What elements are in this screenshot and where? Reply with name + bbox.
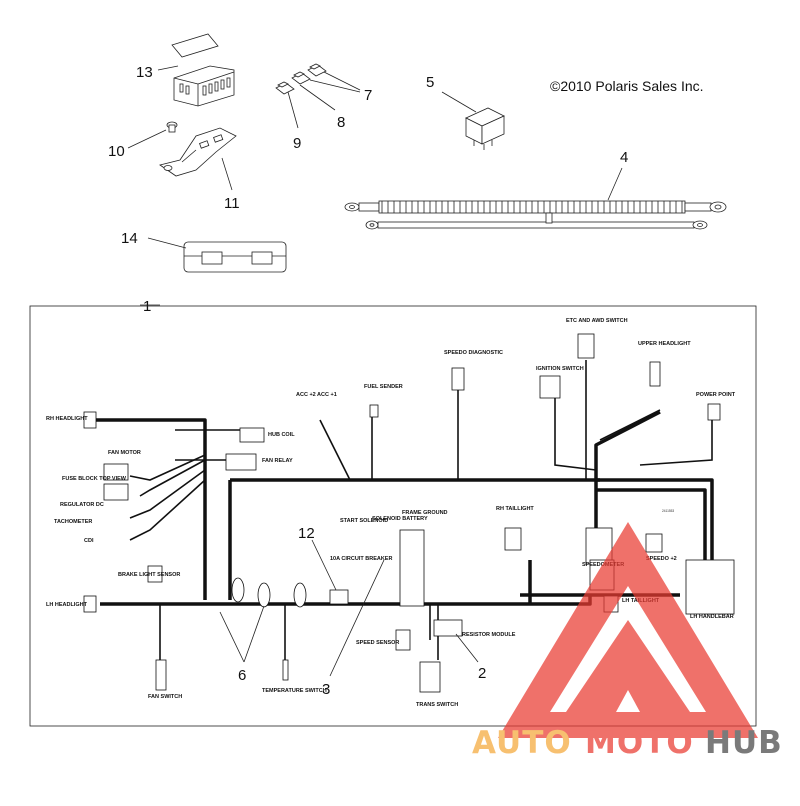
label-lh-headlight: LH HEADLIGHT	[46, 602, 88, 608]
part-13-fuse-block	[171, 33, 235, 107]
label-etc-awd-switch: ETC AND AWD SWITCH	[566, 318, 628, 324]
watermark-auto: AUTO	[472, 725, 572, 761]
label-cdi: CDI	[84, 538, 94, 544]
harness-connectors	[83, 333, 735, 693]
harness-trunk	[96, 410, 714, 606]
label-start-solenoid: START SOLENOID	[340, 518, 388, 524]
label-rh-taillight: RH TAILLIGHT	[496, 506, 534, 512]
label-fan-motor: FAN MOTOR	[108, 450, 141, 456]
label-fuel-sender: FUEL SENDER	[364, 384, 403, 390]
part-10-bolt	[166, 121, 178, 133]
callout-5: 5	[426, 74, 434, 91]
callout-4: 4	[620, 149, 628, 166]
label-ignition-switch: IGNITION SWITCH	[536, 366, 584, 372]
parts-7-8-9-fuses	[275, 63, 327, 95]
label-circuit-breaker: 10A CIRCUIT BREAKER	[330, 556, 392, 562]
label-acc: ACC +2 ACC +1	[296, 392, 337, 398]
label-brake-light-sensor: BRAKE LIGHT SENSOR	[118, 572, 180, 578]
callout-1: 1	[143, 298, 151, 315]
label-lh-handlebar: LH HANDLEBAR	[690, 614, 734, 620]
callout-10: 10	[108, 143, 125, 160]
label-speedo-diagnostic: SPEEDO DIAGNOSTIC	[444, 350, 503, 356]
callout-6: 6	[238, 667, 246, 684]
copyright-text: ©2010 Polaris Sales Inc.	[550, 78, 704, 94]
label-resistor-module: RESISTOR MODULE	[462, 632, 516, 638]
label-fan-relay: FAN RELAY	[262, 458, 293, 464]
label-upper-headlight: UPPER HEADLIGHT	[638, 341, 691, 347]
label-speedo-2: SPEEDO +2	[646, 556, 677, 562]
callout-7: 7	[364, 87, 372, 104]
watermark-hub: HUB	[705, 725, 783, 761]
callout-8: 8	[337, 114, 345, 131]
label-hub-coil: HUB COIL	[268, 432, 295, 438]
callout-11: 11	[224, 195, 240, 212]
harness-frame	[29, 305, 757, 727]
label-trans-switch: TRANS SWITCH	[416, 702, 458, 708]
label-fuse-block: FUSE BLOCK TOP VIEW	[62, 476, 127, 482]
callout-12: 12	[298, 525, 315, 542]
label-power-point: POWER POINT	[696, 392, 736, 398]
callout-2: 2	[478, 665, 486, 682]
callout-3: 3	[322, 681, 330, 698]
callout-13: 13	[136, 64, 153, 81]
label-temperature-switch: TEMPERATURE SWITCH	[262, 688, 327, 694]
label-frame-ground: FRAME GROUND	[402, 510, 448, 516]
label-regulator: REGULATOR DC	[60, 502, 104, 508]
label-tachometer: TACHOMETER	[54, 519, 92, 525]
label-fan-switch: FAN SWITCH	[148, 694, 182, 700]
automotohub-logo-watermark: AUTO MOTO HUB	[472, 522, 783, 761]
label-rh-headlight: RH HEADLIGHT	[46, 416, 88, 422]
part-4-battery-cables	[344, 200, 727, 230]
harness-branches	[129, 360, 713, 660]
watermark-moto: MOTO	[585, 725, 694, 761]
label-part-number: 2411553	[662, 509, 674, 513]
label-speed-sensor: SPEED SENSOR	[356, 640, 399, 646]
part-11-bracket	[159, 127, 237, 177]
part-14-ferrite	[183, 241, 287, 273]
callout-9: 9	[293, 135, 301, 152]
callout-14: 14	[121, 230, 138, 247]
label-solenoid-battery: SOLENOID BATTERY	[372, 516, 428, 522]
part-5-relay	[465, 107, 505, 150]
